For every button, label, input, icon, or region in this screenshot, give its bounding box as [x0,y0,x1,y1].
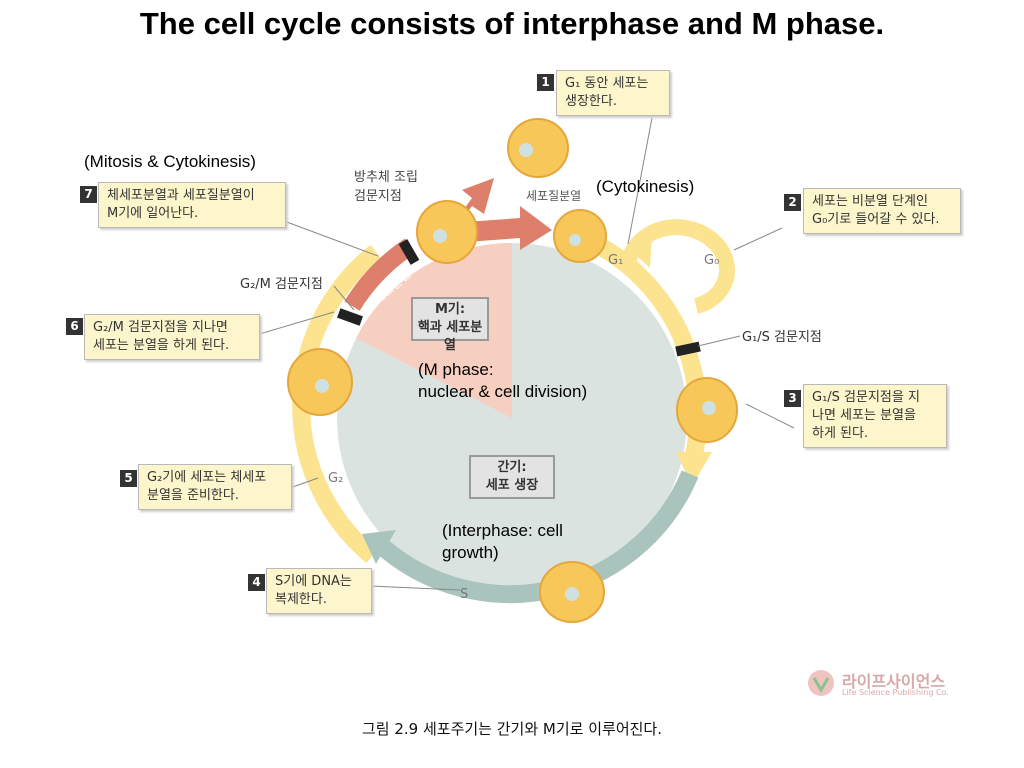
phase-label-g2: G₂ [328,471,343,486]
note-4-text: S기에 DNA는 복제한다. [266,568,372,614]
note-4-number: 4 [248,574,265,591]
cytokinesis-arrow-right [466,206,552,250]
cell-top [507,118,569,178]
en-mitosis-cytokinesis: (Mitosis & Cytokinesis) [84,152,256,171]
note-7-text: 체세포분열과 세포질분열이 M기에 일어난다. [98,182,286,228]
g2m-checkpoint-bar [337,308,363,326]
note-5-text: G₂기에 세포는 체세포 분열을 준비한다. [138,464,292,510]
logo-english: Life Science Publishing Co. [842,688,949,697]
cell-m-phase [416,200,478,264]
note-3-text: G₁/S 검문지점을 지 나면 세포는 분열을 하게 된다. [803,384,947,448]
cytokinesis-ko-label: 세포질분열 [526,189,581,203]
spindle-checkpoint-label: 방추체 조립 검문지점 [354,170,418,204]
g1-arrowhead [676,452,712,486]
phase-label-s: S [460,587,468,602]
phase-label-g0: G₀ [704,253,719,268]
m-phase-box: M기: 핵과 세포분열 [411,297,489,353]
interphase-box: 간기: 세포 생장 [469,455,555,499]
g0-arrowhead [626,232,652,268]
note-2-number: 2 [784,194,801,211]
logo-korean: 라이프사이언스 [842,672,946,691]
cells [287,118,738,623]
note-1-number: 1 [537,74,554,91]
logo-icon [808,670,834,696]
cell-g1 [553,209,607,263]
g2m-checkpoint-label: G₂/M 검문지점 [240,277,323,292]
cytokinesis-arrow-up [440,178,494,250]
note-3-number: 3 [784,390,801,407]
note-5-number: 5 [120,470,137,487]
en-m-phase: (M phase: nuclear & cell division) [418,360,588,401]
note-6-text: G₂/M 검문지점을 지나면 세포는 분열을 하게 된다. [84,314,260,360]
note-6-number: 6 [66,318,83,335]
figure-caption: 그림 2.9 세포주기는 간기와 M기로 이루어진다. [361,720,662,738]
en-interphase: (Interphase: cell growth) [442,521,563,562]
phase-label-g1: G₁ [608,253,623,268]
spindle-checkpoint-bar [398,239,420,265]
note-1-text: G₁ 동안 세포는 생장한다. [556,70,670,116]
g1s-checkpoint-label: G₁/S 검문지점 [742,330,822,345]
note-2-text: 세포는 비분열 단계인 G₀기로 들어갈 수 있다. [803,188,961,234]
note-7-number: 7 [80,186,97,203]
g1s-checkpoint-bar [675,341,701,357]
slide-title: The cell cycle consists of interphase an… [139,6,885,41]
en-cytokinesis: (Cytokinesis) [596,177,695,196]
s-arrowhead [362,530,396,564]
